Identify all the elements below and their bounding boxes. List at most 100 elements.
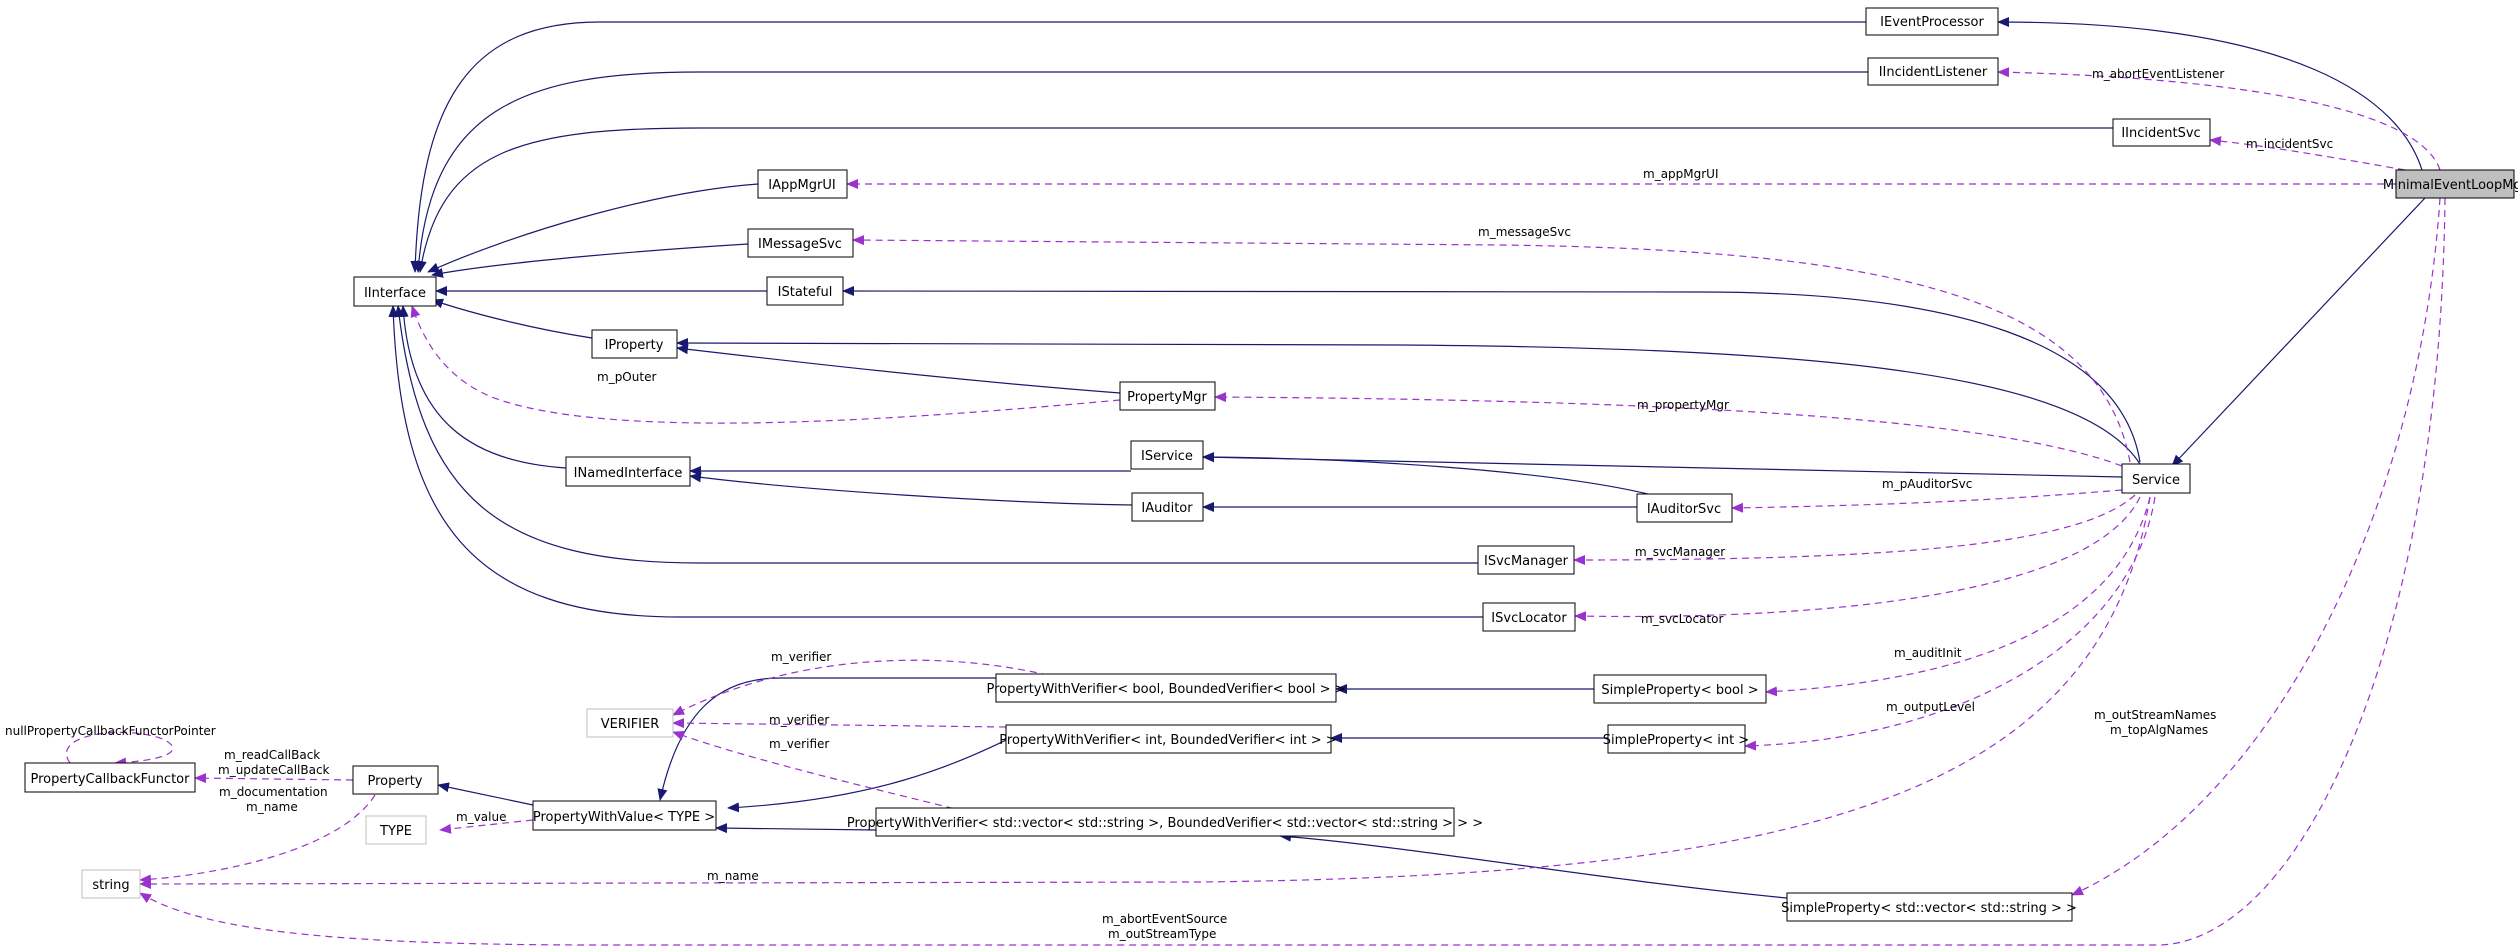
label-name-2: m_name bbox=[707, 869, 759, 883]
label-read-callback: m_readCallBack bbox=[224, 748, 320, 762]
label-app-mgr-ui: m_appMgrUI bbox=[1643, 167, 1719, 181]
edge-abort-event-source bbox=[139, 197, 2446, 946]
node-service[interactable]: Service bbox=[2121, 463, 2191, 494]
edge-verifier-1 bbox=[672, 659, 1061, 716]
edge-incident-svc bbox=[2209, 136, 2406, 171]
node-ieventprocessor[interactable]: IEventProcessor bbox=[1865, 7, 1999, 36]
edge-iincidentlistener-iinterface bbox=[413, 71, 1868, 273]
edge-property-mgr bbox=[1214, 392, 2123, 467]
label-top-alg-names: m_topAlgNames bbox=[2110, 723, 2208, 737]
node-iservice-label: IService bbox=[1141, 449, 1193, 464]
node-simpleproperty-int-label: SimpleProperty< int > bbox=[1603, 733, 1749, 748]
node-simpleproperty-vec[interactable]: SimpleProperty< std::vector< std::string… bbox=[1781, 892, 2077, 922]
node-iproperty-label: IProperty bbox=[605, 338, 664, 353]
edge-minimaleventloopmgr-ieventprocessor bbox=[1997, 17, 2423, 171]
edge-iauditorsvc-iservice bbox=[1202, 452, 1653, 496]
node-service-label: Service bbox=[2132, 473, 2180, 488]
edge-propertywithvalue-property bbox=[437, 782, 534, 806]
node-property[interactable]: Property bbox=[352, 765, 439, 795]
edge-verifier-2 bbox=[672, 718, 1007, 729]
node-property-label: Property bbox=[367, 774, 422, 789]
label-output-level: m_outputLevel bbox=[1886, 700, 1975, 714]
node-string-label: string bbox=[92, 878, 129, 893]
edge-minimaleventloopmgr-service bbox=[2171, 197, 2426, 467]
node-isvclocator-label: ISvcLocator bbox=[1491, 611, 1567, 626]
node-imessagesvc[interactable]: IMessageSvc bbox=[747, 228, 854, 258]
usage-edges bbox=[66, 67, 2446, 946]
node-istateful[interactable]: IStateful bbox=[766, 276, 844, 306]
node-imessagesvc-label: IMessageSvc bbox=[758, 237, 842, 252]
node-simpleproperty-bool-label: SimpleProperty< bool > bbox=[1601, 683, 1758, 698]
label-out-stream-type: m_outStreamType bbox=[1108, 927, 1216, 941]
label-verifier-3: m_verifier bbox=[769, 737, 829, 751]
node-simpleproperty-bool[interactable]: SimpleProperty< bool > bbox=[1593, 674, 1767, 704]
node-minimaleventloopmgr[interactable]: MinimalEventLoopMgr bbox=[2383, 169, 2518, 199]
node-propertycallbackfunctor[interactable]: PropertyCallbackFunctor bbox=[24, 762, 196, 793]
node-propertywithvalue-label: PropertyWithValue< TYPE > bbox=[533, 810, 715, 825]
edge-ieventprocessor-iinterface bbox=[410, 21, 1866, 273]
node-pwv-int[interactable]: PropertyWithVerifier< int, BoundedVerifi… bbox=[999, 724, 1337, 754]
node-type[interactable]: TYPE bbox=[365, 815, 427, 845]
edge-propertymgr-iproperty bbox=[676, 344, 1121, 394]
node-simpleproperty-int[interactable]: SimpleProperty< int > bbox=[1603, 724, 1749, 754]
label-name-1: m_name bbox=[246, 800, 298, 814]
edge-isvclocator-iinterface bbox=[388, 305, 1483, 618]
label-out-stream-names: m_outStreamNames bbox=[2094, 708, 2216, 722]
label-abort-event-source: m_abortEventSource bbox=[1102, 912, 1227, 926]
label-update-callback: m_updateCallBack bbox=[218, 763, 330, 777]
edge-p-auditor-svc bbox=[1731, 489, 2123, 513]
label-abort-event-listener: m_abortEventListener bbox=[2092, 67, 2224, 81]
label-p-outer: m_pOuter bbox=[597, 370, 656, 384]
edge-pwvvec-propertywithvalue bbox=[715, 823, 877, 834]
node-verifier[interactable]: VERIFIER bbox=[586, 708, 674, 738]
node-iauditor-label: IAuditor bbox=[1141, 501, 1193, 516]
node-isvclocator[interactable]: ISvcLocator bbox=[1482, 602, 1576, 632]
edge-null-callback bbox=[66, 731, 174, 768]
node-iincidentlistener[interactable]: IIncidentListener bbox=[1867, 57, 1999, 86]
node-iincidentsvc-label: IIncidentSvc bbox=[2121, 126, 2200, 141]
node-propertywithvalue[interactable]: PropertyWithValue< TYPE > bbox=[532, 800, 717, 831]
node-iinterface[interactable]: IInterface bbox=[353, 276, 437, 307]
node-iauditorsvc[interactable]: IAuditorSvc bbox=[1636, 493, 1733, 523]
edge-out-stream-names bbox=[2071, 197, 2441, 896]
edge-service-istateful bbox=[842, 286, 2141, 463]
edge-imessagesvc-iinterface bbox=[431, 243, 749, 278]
label-svc-locator: m_svcLocator bbox=[1641, 612, 1723, 626]
node-iincidentsvc[interactable]: IIncidentSvc bbox=[2112, 118, 2211, 147]
node-iauditorsvc-label: IAuditorSvc bbox=[1647, 502, 1721, 517]
label-incident-svc: m_incidentSvc bbox=[2246, 137, 2333, 151]
label-property-mgr: m_propertyMgr bbox=[1637, 398, 1729, 412]
node-isvcmanager[interactable]: ISvcManager bbox=[1477, 545, 1575, 575]
edge-simplepropertyvec-pwvvec bbox=[1279, 831, 1788, 899]
node-propertymgr-label: PropertyMgr bbox=[1127, 390, 1207, 405]
node-simpleproperty-vec-label: SimpleProperty< std::vector< std::string… bbox=[1781, 901, 2077, 916]
node-propertycallbackfunctor-label: PropertyCallbackFunctor bbox=[31, 772, 191, 787]
node-iservice[interactable]: IService bbox=[1130, 440, 1204, 470]
edge-svc-manager bbox=[1573, 494, 2136, 565]
edge-value bbox=[439, 819, 534, 834]
label-svc-manager: m_svcManager bbox=[1635, 545, 1725, 559]
label-audit-init: m_auditInit bbox=[1894, 646, 1962, 660]
edge-labels: m_abortEventListener m_incidentSvc m_app… bbox=[5, 67, 2333, 941]
edge-svc-locator bbox=[1574, 496, 2141, 622]
node-pwv-vec[interactable]: PropertyWithVerifier< std::vector< std::… bbox=[847, 807, 1483, 837]
node-iauditor[interactable]: IAuditor bbox=[1131, 492, 1204, 522]
label-verifier-1: m_verifier bbox=[771, 650, 831, 664]
edge-inamedinterface-iinterface bbox=[398, 305, 567, 469]
node-minimaleventloopmgr-label: MinimalEventLoopMgr bbox=[2383, 178, 2518, 193]
node-iappmgrui[interactable]: IAppMgrUI bbox=[757, 169, 848, 199]
node-iproperty[interactable]: IProperty bbox=[591, 329, 678, 359]
edge-iincidentsvc-iinterface bbox=[416, 127, 2113, 273]
node-string[interactable]: string bbox=[81, 869, 141, 899]
node-istateful-label: IStateful bbox=[778, 285, 833, 300]
edge-callback bbox=[194, 773, 354, 784]
edge-service-iservice bbox=[1202, 452, 2123, 478]
label-documentation: m_documentation bbox=[219, 785, 328, 799]
node-pwv-bool[interactable]: PropertyWithVerifier< bool, BoundedVerif… bbox=[986, 673, 1346, 703]
label-null-callback: nullPropertyCallbackFunctorPointer bbox=[5, 724, 216, 738]
node-propertymgr[interactable]: PropertyMgr bbox=[1119, 381, 1216, 411]
edge-message-svc bbox=[852, 235, 2131, 463]
edge-p-outer bbox=[410, 305, 1121, 424]
node-inamedinterface[interactable]: INamedInterface bbox=[565, 456, 691, 487]
edge-iappmgrui-iinterface bbox=[427, 183, 759, 273]
